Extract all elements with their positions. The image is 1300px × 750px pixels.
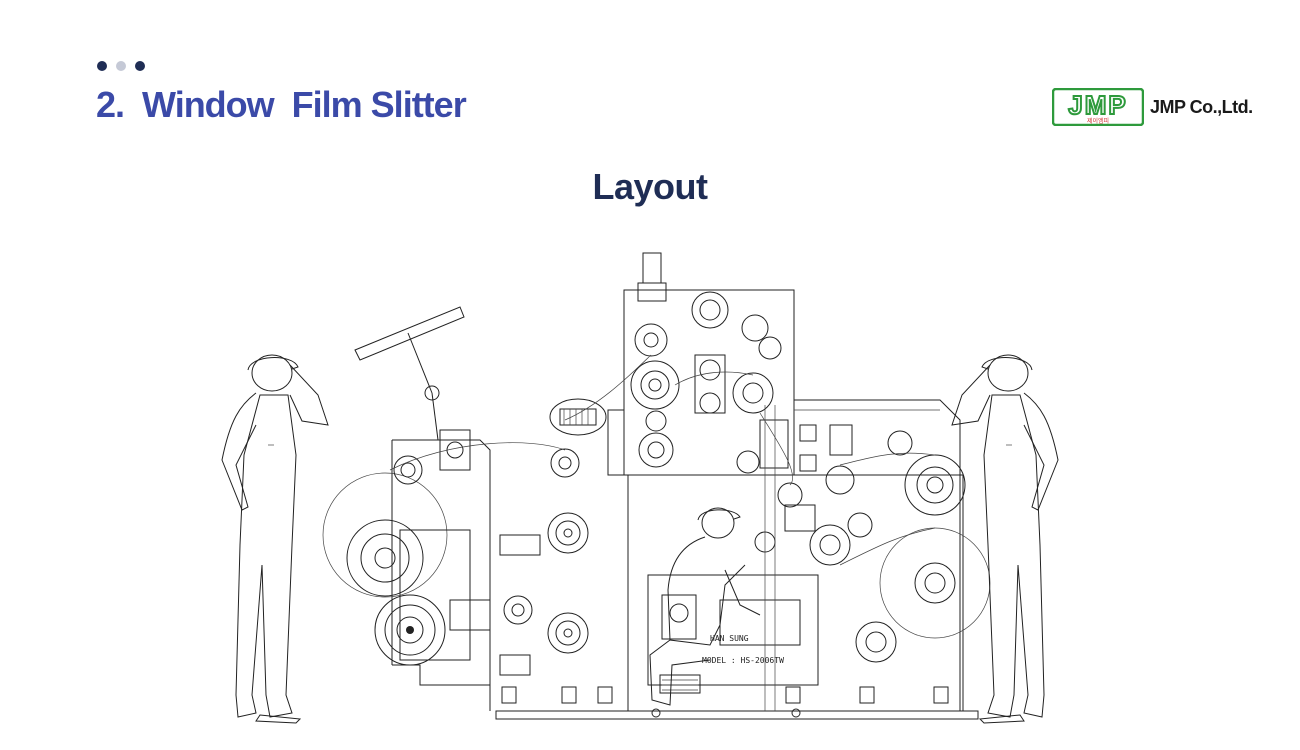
company-logo: JMP 제이엠피 JMP Co.,Ltd.: [1052, 88, 1253, 126]
operator-seated-figure: [649, 507, 761, 706]
operator-right-figure: [951, 354, 1059, 724]
dot-2: [116, 61, 126, 71]
jmp-logo-icon: JMP 제이엠피: [1052, 88, 1144, 126]
machine-feet: [501, 686, 949, 718]
logo-mark-text: JMP: [1068, 90, 1127, 120]
dot-1: [97, 61, 107, 71]
company-name: JMP Co.,Ltd.: [1150, 96, 1253, 117]
slitter-machine-drawing: HAN SUNG MODEL : HS-2006TW: [221, 252, 1059, 724]
panel-brand-text: HAN SUNG: [710, 634, 749, 643]
machine-layout-drawing: HAN SUNG MODEL : HS-2006TW: [200, 245, 1080, 725]
operator-left-figure: [221, 354, 329, 724]
logo-mark-subtext: 제이엠피: [1087, 117, 1109, 125]
layout-title: Layout: [592, 166, 708, 207]
section-title: 2. Window Film Slitter: [96, 84, 467, 125]
slide-dots: [97, 61, 145, 71]
panel-model-text: MODEL : HS-2006TW: [702, 656, 784, 665]
dot-3: [135, 61, 145, 71]
